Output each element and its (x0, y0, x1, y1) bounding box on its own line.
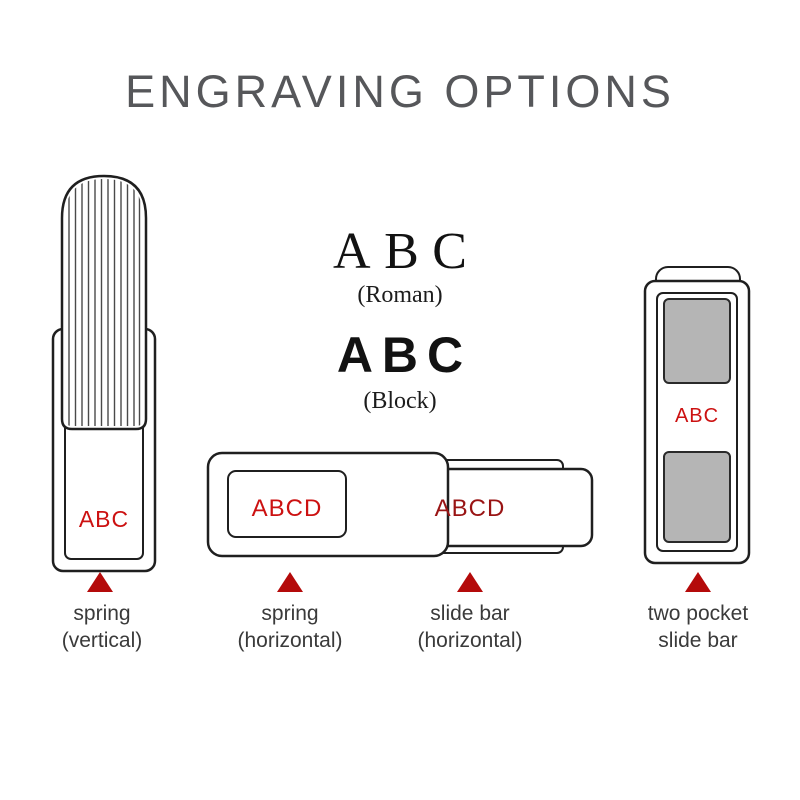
engraving-text-slide-bar: ABCD (434, 495, 506, 522)
spring-horizontal-inner-plate (227, 470, 347, 538)
caption-line: slide bar (430, 602, 510, 625)
caption-line: (vertical) (61, 629, 143, 653)
pointer-triangle-spring-horizontal (277, 572, 303, 592)
engraving-text-spring-horizontal: ABCD (251, 495, 323, 522)
caption-line: (horizontal) (237, 629, 343, 653)
caption-line: spring (261, 602, 319, 625)
two-pocket-lower-pocket (663, 451, 731, 543)
caption-line: (horizontal) (417, 629, 523, 653)
pointer-triangle-spring-vertical (87, 572, 113, 592)
caption-line: slide bar (658, 629, 738, 653)
caption-slide-bar: slide bar (horizontal) (390, 600, 550, 655)
engraving-text-spring-vertical: ABC (78, 506, 130, 532)
two-pocket-slide-bar-clip (643, 266, 751, 565)
caption-line: spring (73, 602, 131, 625)
pointer-triangle-two-pocket (685, 572, 711, 592)
block-font-label: (Block) (363, 388, 437, 414)
two-pocket-upper-pocket (663, 298, 731, 384)
pointer-triangle-slide-bar (457, 572, 483, 592)
caption-two-pocket: two pocket slide bar (618, 600, 778, 655)
roman-font-sample: ABC (333, 223, 481, 280)
spring-horizontal-clip (206, 451, 450, 558)
engraving-text-two-pocket: ABC (674, 405, 720, 427)
caption-line: two pocket (647, 602, 749, 625)
caption-spring-horizontal: spring (horizontal) (210, 600, 370, 655)
spring-vertical-clip (51, 174, 157, 573)
spring-vertical-ridges (68, 179, 141, 426)
roman-font-label: (Roman) (357, 282, 443, 308)
spring-vertical-spring (60, 174, 148, 431)
page-title: ENGRAVING OPTIONS (125, 66, 675, 117)
caption-spring-vertical: spring (vertical) (32, 600, 172, 655)
block-font-sample: ABC (336, 327, 473, 383)
